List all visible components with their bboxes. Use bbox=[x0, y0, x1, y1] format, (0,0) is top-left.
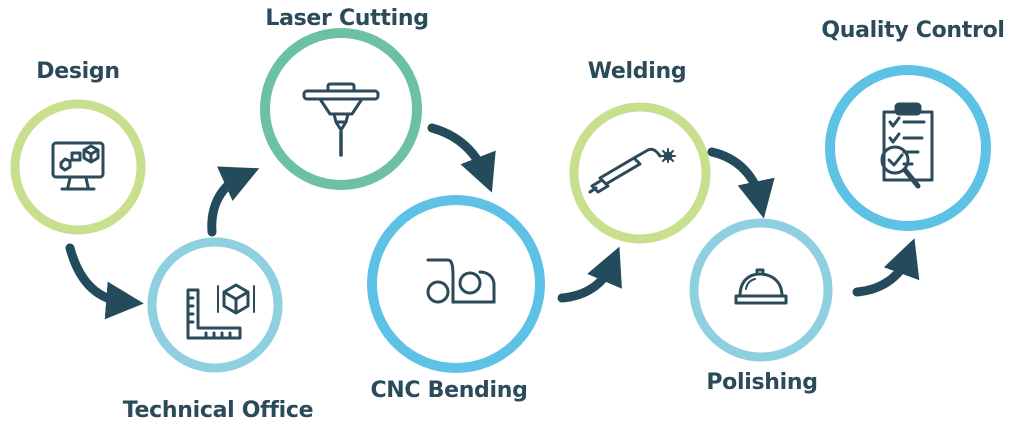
arrow-cnc-bending-to-welding bbox=[557, 246, 622, 303]
step-laser-cutting bbox=[260, 28, 422, 190]
label-cnc-bending: CNC Bending bbox=[370, 378, 528, 403]
label-technical-office: Technical Office bbox=[122, 398, 314, 423]
welding-torch-icon bbox=[588, 147, 676, 194]
laser-head-icon bbox=[302, 82, 380, 157]
label-welding: Welding bbox=[587, 59, 687, 84]
step-design bbox=[10, 99, 146, 235]
step-technical-office bbox=[147, 237, 283, 373]
label-design: Design bbox=[36, 59, 120, 84]
label-laser-cutting: Laser Cutting bbox=[265, 6, 429, 31]
monitor-cube-icon bbox=[51, 141, 105, 191]
label-polishing: Polishing bbox=[706, 370, 818, 395]
bending-rollers-icon bbox=[426, 258, 496, 304]
step-polishing bbox=[689, 218, 833, 362]
label-quality-control: Quality Control bbox=[821, 18, 1005, 43]
arrow-technical-office-to-laser-cutting bbox=[207, 166, 260, 237]
step-quality-control bbox=[825, 65, 991, 231]
checklist-magnifier-icon bbox=[880, 102, 934, 189]
arrow-polishing-to-quality-control bbox=[852, 238, 920, 297]
step-welding bbox=[569, 102, 711, 244]
arrow-laser-cutting-to-cnc-bending bbox=[427, 123, 496, 193]
arrow-welding-to-polishing bbox=[707, 147, 775, 219]
ruler-cube-icon bbox=[186, 283, 255, 340]
arrow-design-to-technical-office bbox=[65, 243, 144, 320]
polisher-icon bbox=[734, 268, 788, 305]
step-cnc-bending bbox=[367, 195, 545, 373]
